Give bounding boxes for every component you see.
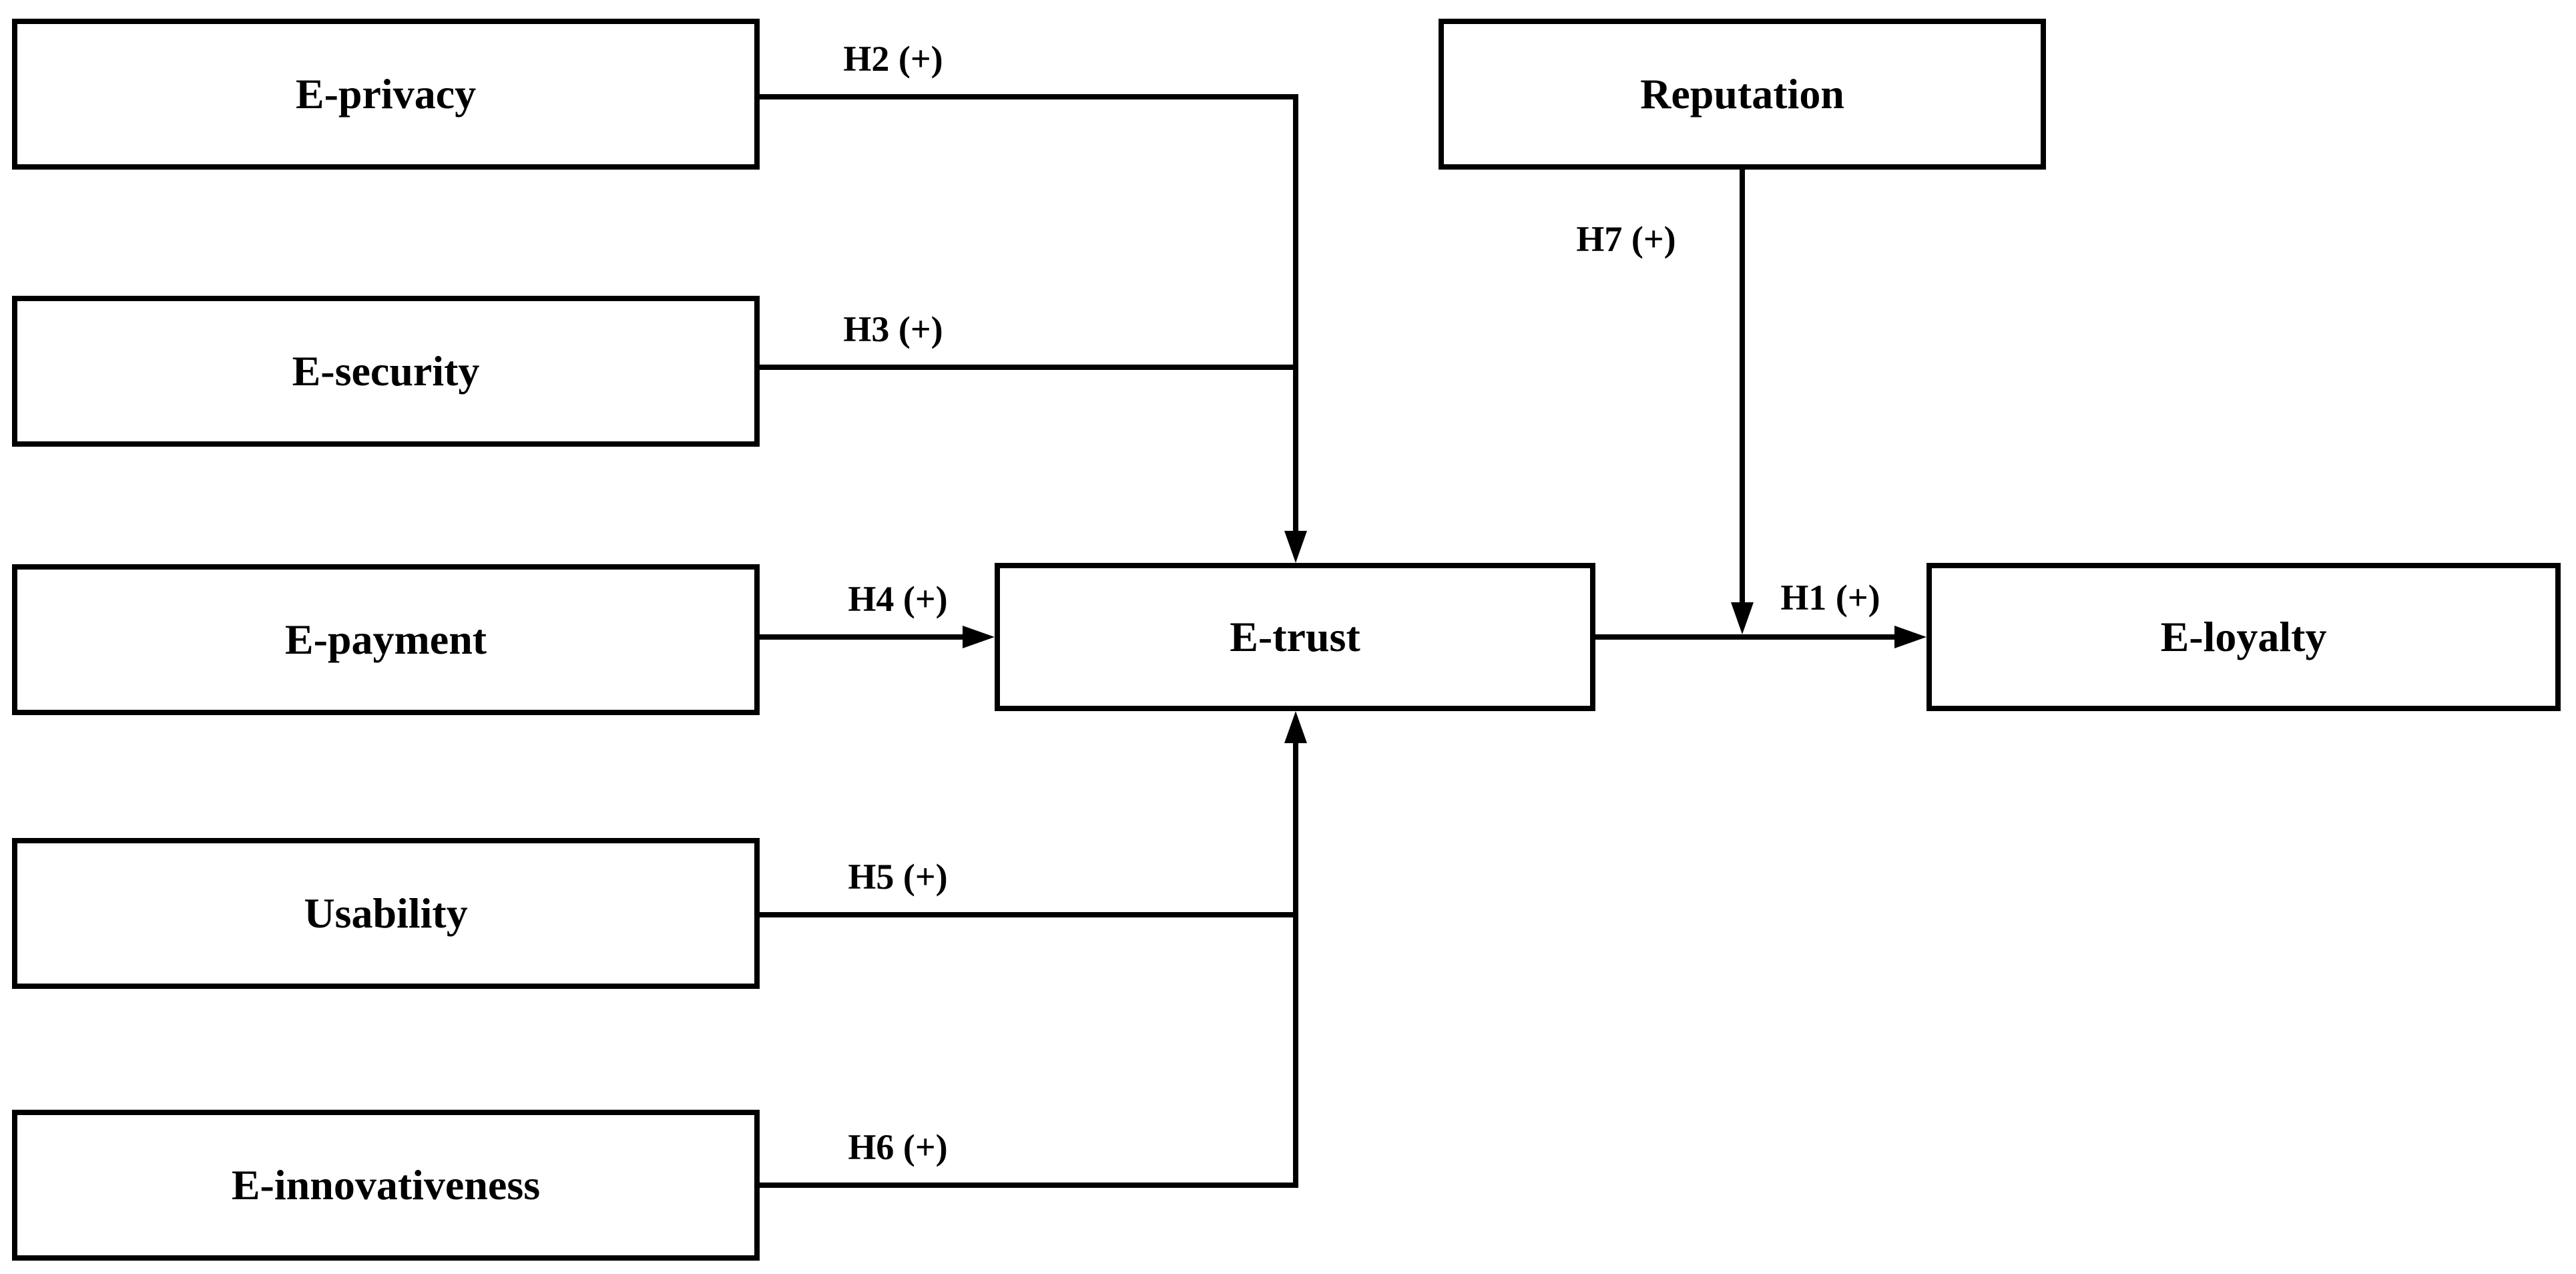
box-e-privacy-label: E-privacy — [295, 70, 477, 118]
h2-line-horizontal — [760, 94, 1298, 99]
h2-h3-arrowhead-down-icon — [1284, 531, 1307, 563]
box-e-trust: E-trust — [995, 563, 1595, 711]
box-reputation-label: Reputation — [1640, 70, 1844, 118]
box-e-loyalty: E-loyalty — [1926, 563, 2561, 711]
box-e-privacy: E-privacy — [12, 19, 760, 170]
h1-line-horizontal — [1595, 634, 1894, 640]
hypothesis-label-h5: H5 (+) — [848, 857, 948, 897]
box-usability: Usability — [12, 838, 760, 989]
hypothesis-label-h6: H6 (+) — [848, 1127, 948, 1167]
hypothesis-label-h7: H7 (+) — [1576, 219, 1676, 259]
box-e-loyalty-label: E-loyalty — [2160, 613, 2327, 660]
box-e-payment-label: E-payment — [284, 616, 487, 663]
h2-h3-line-vertical — [1293, 94, 1298, 534]
h5-h6-line-vertical — [1293, 743, 1298, 1188]
h4-arrowhead-right-icon — [963, 626, 995, 648]
h5-line-horizontal — [760, 912, 1298, 917]
hypothesis-label-h4: H4 (+) — [848, 579, 948, 619]
h4-line-horizontal — [760, 634, 963, 640]
box-usability-label: Usability — [304, 889, 468, 937]
box-e-innovativeness-label: E-innovativeness — [231, 1161, 541, 1209]
h3-line-horizontal — [760, 365, 1298, 370]
h1-arrowhead-right-icon — [1894, 626, 1926, 648]
box-e-security-label: E-security — [292, 347, 480, 395]
h6-line-horizontal — [760, 1183, 1298, 1188]
h7-arrowhead-down-icon — [1731, 602, 1754, 634]
hypothesis-label-h1: H1 (+) — [1780, 578, 1880, 618]
h7-line-vertical — [1740, 168, 1745, 602]
h5-h6-arrowhead-up-icon — [1284, 711, 1307, 743]
hypothesis-label-h3: H3 (+) — [843, 309, 943, 349]
hypothesis-label-h2: H2 (+) — [843, 39, 943, 79]
box-e-security: E-security — [12, 296, 760, 447]
box-e-innovativeness: E-innovativeness — [12, 1110, 760, 1261]
box-e-payment: E-payment — [12, 564, 760, 715]
box-reputation: Reputation — [1439, 19, 2046, 170]
box-e-trust-label: E-trust — [1230, 613, 1360, 660]
